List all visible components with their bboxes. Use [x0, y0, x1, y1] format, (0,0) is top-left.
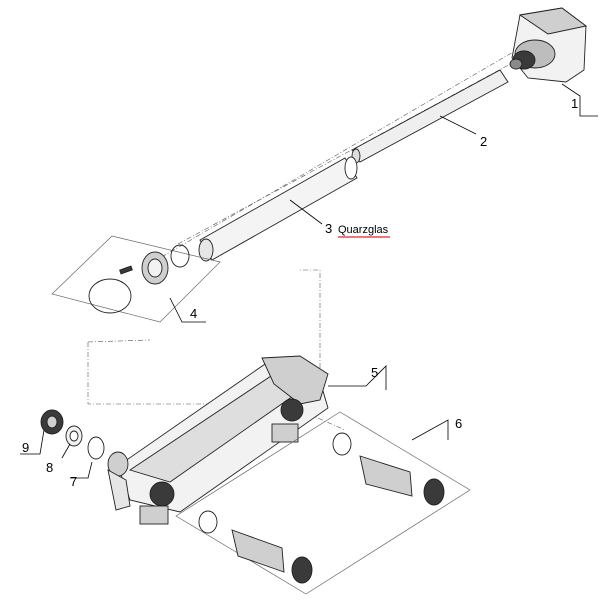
callout-7-number: 7 — [70, 474, 77, 489]
part-8-washer — [65, 425, 83, 447]
callout-1-number: 1 — [571, 96, 578, 111]
part-9-end-nut — [40, 409, 64, 435]
callout-4-number: 4 — [190, 306, 197, 321]
callout-8-number: 8 — [46, 460, 53, 475]
part-7-o-ring — [87, 436, 105, 460]
callout-leaders — [20, 83, 598, 479]
part-6-hose-connectors — [175, 411, 471, 595]
callout-3-text: Quarzglas — [338, 224, 389, 236]
part-3-quartz-glass — [198, 156, 358, 262]
part-1-lamp-head — [509, 7, 588, 83]
part-4-seal-set — [51, 235, 221, 323]
part-2-uv-lamp — [351, 69, 509, 164]
callout-6-number: 6 — [455, 416, 462, 431]
callout-3-number: 3 — [325, 221, 332, 236]
part-5-housing — [107, 355, 329, 525]
callout-5-number: 5 — [371, 365, 378, 380]
callout-2-number: 2 — [480, 134, 487, 149]
callout-9-number: 9 — [22, 440, 29, 455]
